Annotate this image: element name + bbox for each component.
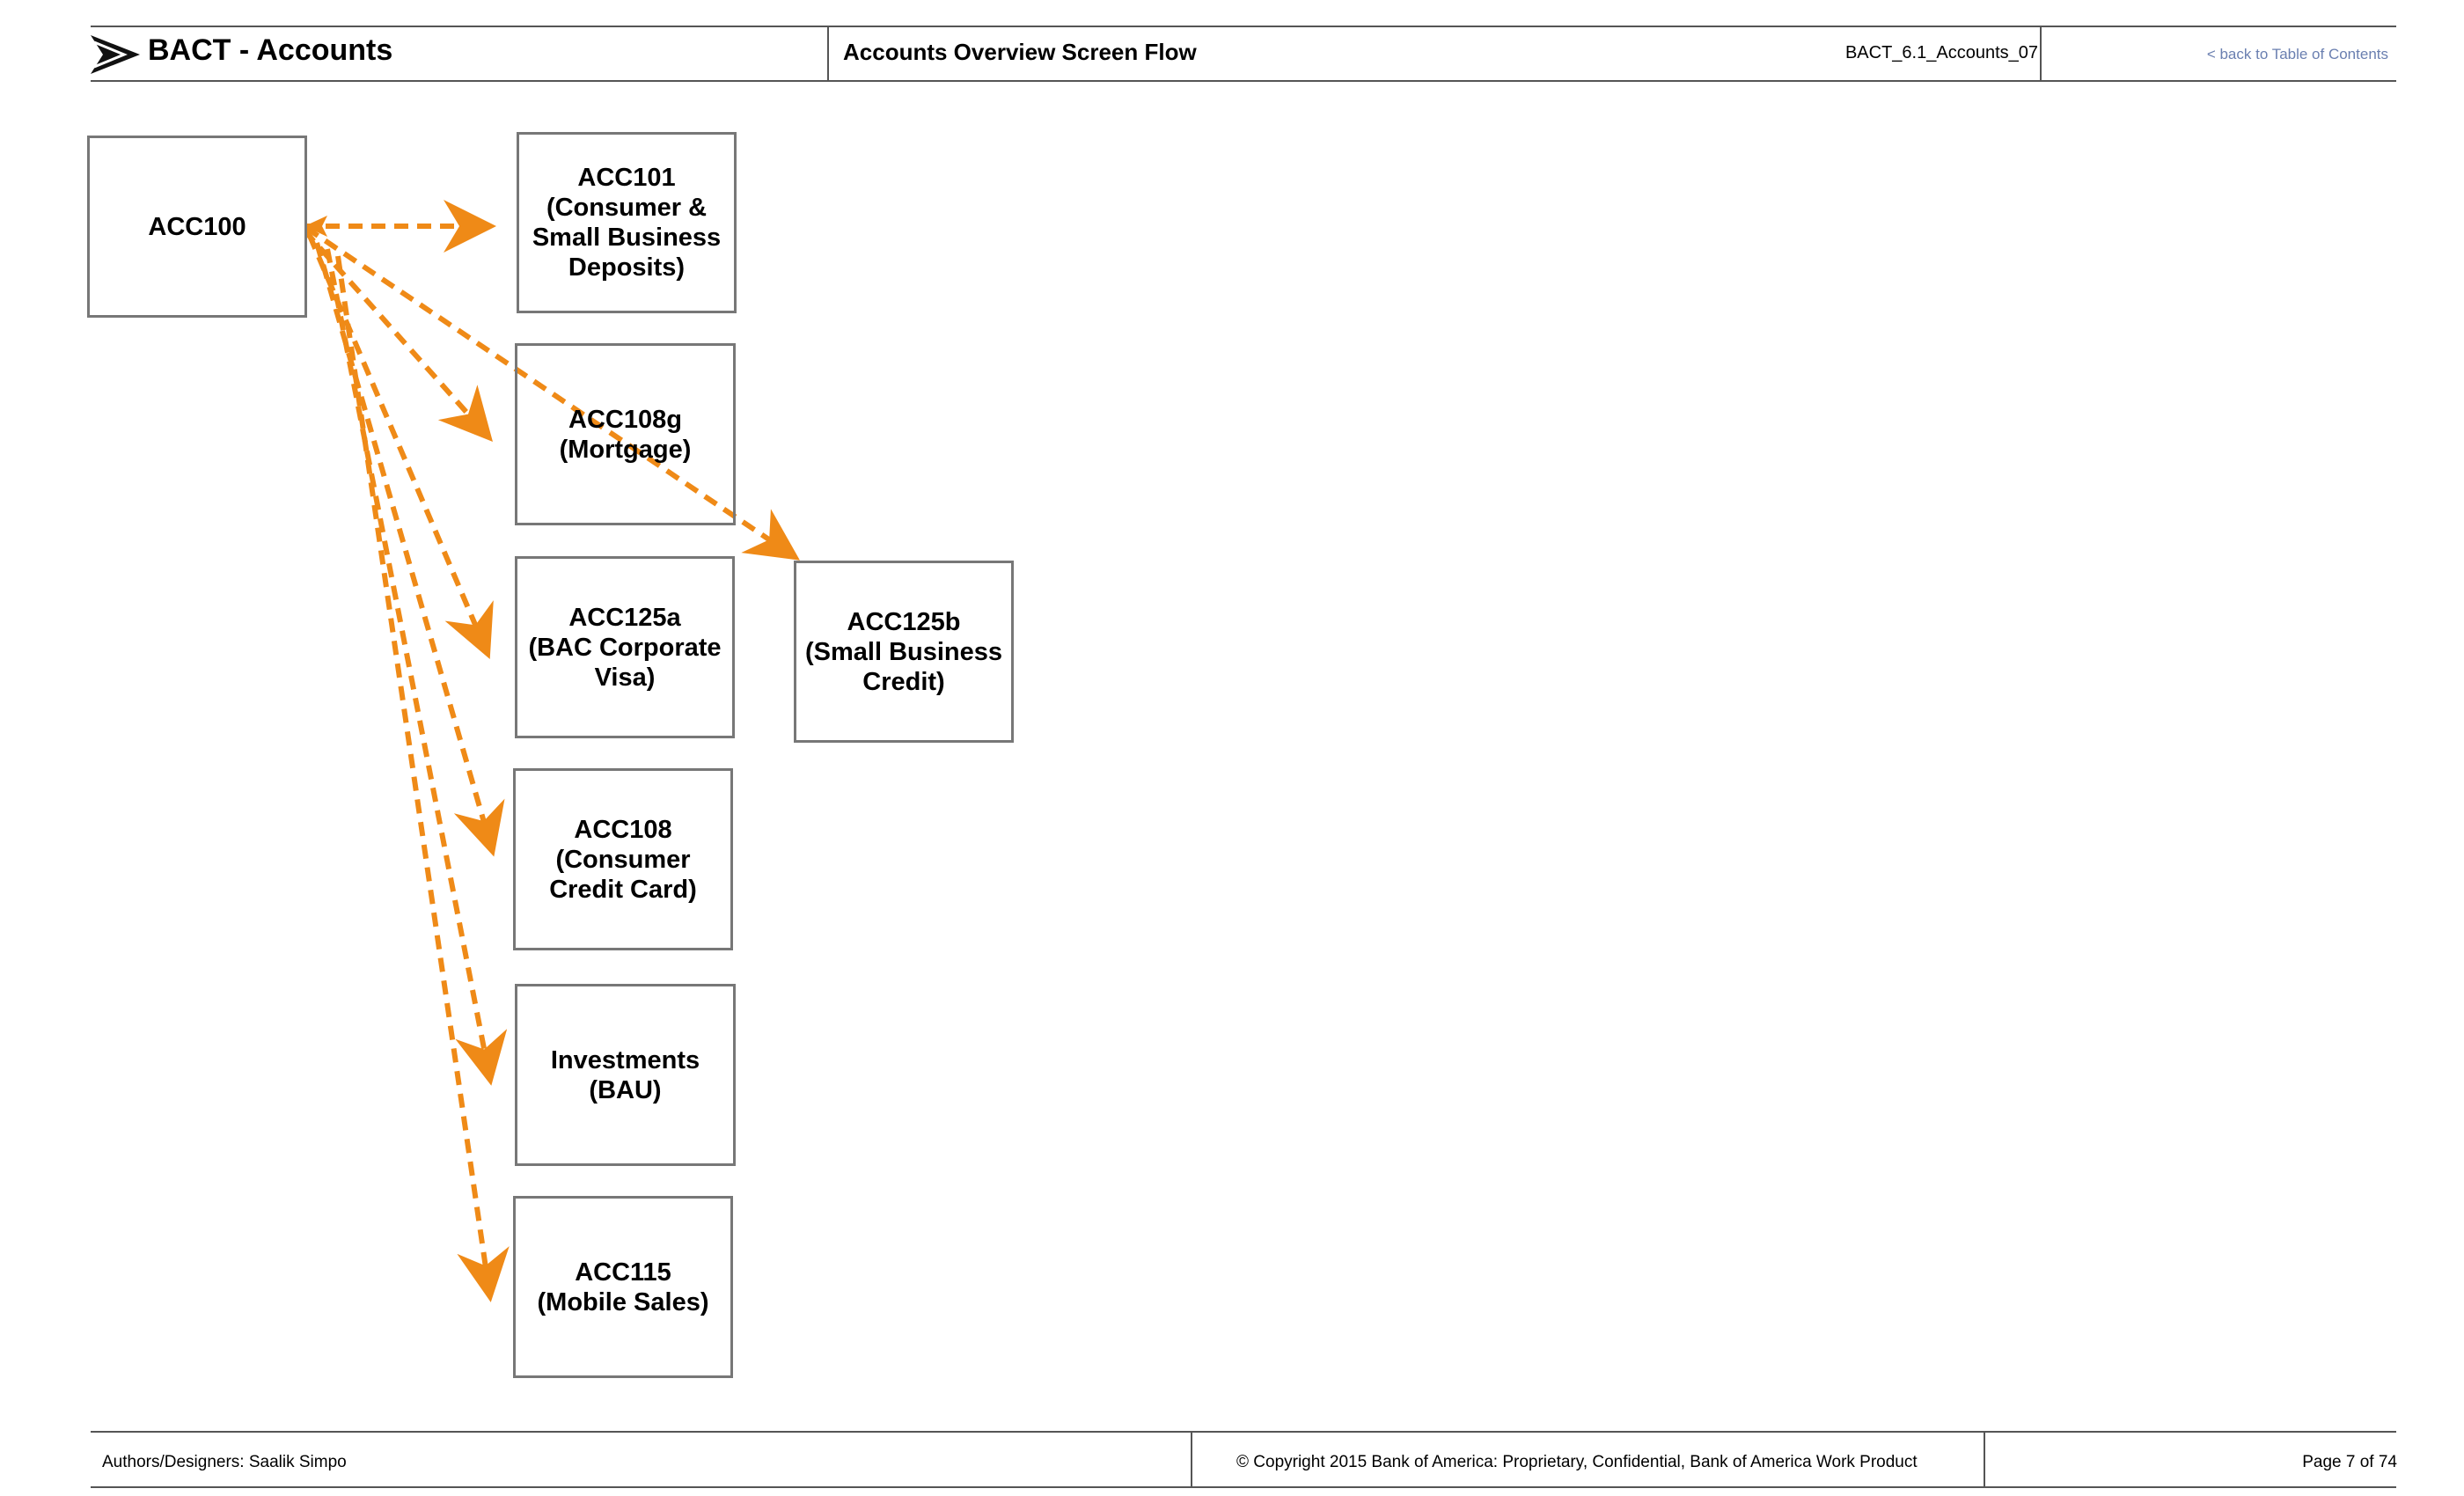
flow-node-acc125b[interactable]: ACC125b (Small Business Credit) bbox=[794, 561, 1014, 743]
header-top-rule bbox=[91, 26, 2396, 27]
app-title: BACT - Accounts bbox=[148, 33, 393, 67]
footer-copyright: © Copyright 2015 Bank of America: Propri… bbox=[1236, 1453, 1918, 1471]
footer-page-number: Page 7 of 74 bbox=[2302, 1453, 2397, 1471]
header-divider bbox=[827, 26, 829, 82]
flow-arrow-acc100-to-acc108 bbox=[314, 242, 505, 857]
flow-node-acc125a[interactable]: ACC125a (BAC Corporate Visa) bbox=[515, 556, 735, 738]
flow-arrow-acc100-to-acc108g bbox=[302, 229, 493, 442]
back-to-toc-link[interactable]: < back to Table of Contents bbox=[2206, 46, 2388, 62]
bank-logo-icon bbox=[91, 35, 140, 74]
page-title: Accounts Overview Screen Flow bbox=[843, 39, 1197, 65]
footer-authors: Authors/Designers: Saalik Simpo bbox=[102, 1453, 347, 1471]
flow-node-acc108[interactable]: ACC108 (Consumer Credit Card) bbox=[513, 768, 733, 950]
footer-divider bbox=[1984, 1431, 1985, 1487]
flow-node-acc100[interactable]: ACC100 bbox=[87, 136, 307, 318]
footer-top-rule bbox=[91, 1431, 2396, 1433]
flow-node-investments[interactable]: Investments (BAU) bbox=[515, 984, 736, 1166]
footer-bottom-rule bbox=[91, 1486, 2396, 1488]
header-bottom-rule bbox=[91, 80, 2396, 82]
flow-node-acc108g[interactable]: ACC108g (Mortgage) bbox=[515, 343, 736, 525]
flow-arrow-acc100-to-investments bbox=[325, 248, 508, 1086]
flow-arrow-start-head bbox=[304, 216, 327, 237]
header-divider bbox=[2040, 26, 2042, 82]
flow-arrow-acc100-to-acc115 bbox=[335, 255, 510, 1302]
flow-node-acc101[interactable]: ACC101 (Consumer & Small Business Deposi… bbox=[517, 132, 737, 313]
document-id: BACT_6.1_Accounts_07 bbox=[1844, 43, 2038, 62]
footer-divider bbox=[1191, 1431, 1192, 1487]
flow-node-acc115[interactable]: ACC115 (Mobile Sales) bbox=[513, 1196, 733, 1378]
flow-arrow-acc100-to-acc125a bbox=[307, 234, 494, 660]
